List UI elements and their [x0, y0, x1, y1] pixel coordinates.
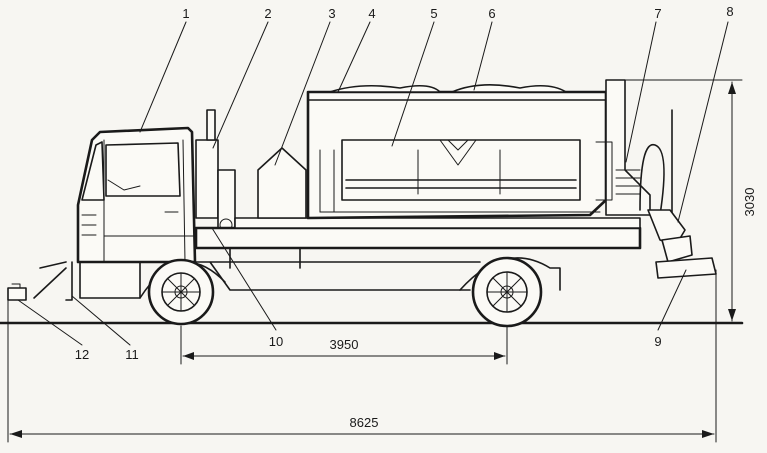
front-marker-head [7, 287, 27, 301]
grille [81, 214, 97, 236]
callout-10: 10 [269, 334, 283, 349]
truck [7, 79, 717, 328]
hopper-support [319, 149, 335, 213]
hydraulic-hose [639, 144, 665, 216]
callout-6: 6 [488, 6, 495, 21]
wheelbase-label: 3950 [330, 337, 359, 352]
leader-10 [211, 227, 277, 331]
rear-spreader [655, 257, 717, 279]
rear-ladder-frame [595, 141, 613, 201]
windshield [81, 141, 105, 201]
length-arrow-left [10, 430, 22, 438]
callout-11: 11 [125, 347, 139, 362]
callout-3: 3 [328, 6, 335, 21]
door-window [105, 142, 181, 197]
height-arrow-bottom [728, 309, 736, 321]
inner-tank [341, 139, 581, 201]
top-cover-rear [451, 84, 567, 93]
wheelbase-arrow-right [494, 352, 505, 360]
rear-tower [605, 79, 651, 216]
height-label: 3030 [742, 188, 757, 217]
leader-12 [17, 299, 83, 346]
front-arm [33, 261, 67, 299]
callouts: 1 2 3 4 5 6 7 8 9 10 11 12 [75, 4, 734, 362]
callout-9: 9 [654, 334, 661, 349]
callout-12: 12 [75, 347, 89, 362]
callout-2: 2 [264, 6, 271, 21]
callout-1: 1 [182, 6, 189, 21]
exhaust-tower [195, 139, 219, 219]
leader-7 [625, 21, 657, 163]
leader-9 [657, 269, 687, 331]
top-cover-front [329, 84, 441, 93]
leader-8 [677, 21, 729, 223]
leader-lines [17, 21, 729, 346]
exhaust-pipe [206, 109, 216, 141]
front-bumper [79, 261, 141, 299]
leader-4 [337, 21, 371, 93]
rear-wheel [471, 256, 543, 328]
front-mount [65, 261, 73, 301]
dimensions: 3950 8625 3030 [7, 79, 757, 443]
leader-1 [139, 21, 187, 133]
leader-5 [391, 21, 435, 147]
height-arrow-top [728, 82, 736, 94]
callout-8: 8 [726, 4, 733, 19]
front-wheel [147, 258, 215, 326]
leader-3 [274, 21, 331, 166]
chassis-deck [234, 217, 641, 229]
callout-5: 5 [430, 6, 437, 21]
callout-7: 7 [654, 6, 661, 21]
leader-11 [71, 295, 131, 346]
tank-straps [417, 149, 501, 195]
length-label: 8625 [350, 415, 379, 430]
rear-nozzle [661, 235, 693, 263]
wheelbase-arrow-left [183, 352, 194, 360]
callout-4: 4 [368, 6, 375, 21]
rear-ladder-rungs [615, 169, 641, 195]
side-skirt [149, 261, 481, 291]
chassis-rail [194, 226, 642, 250]
length-arrow-right [702, 430, 714, 438]
leader-2 [212, 21, 269, 149]
tank-band [345, 179, 577, 189]
door-outline [103, 139, 186, 263]
skirt-braces [229, 247, 301, 269]
leader-6 [473, 21, 493, 91]
small-tank [257, 147, 307, 219]
tank-vee-mark [439, 139, 477, 166]
front-marker-cap [11, 283, 21, 289]
steering-wheel [107, 179, 141, 191]
